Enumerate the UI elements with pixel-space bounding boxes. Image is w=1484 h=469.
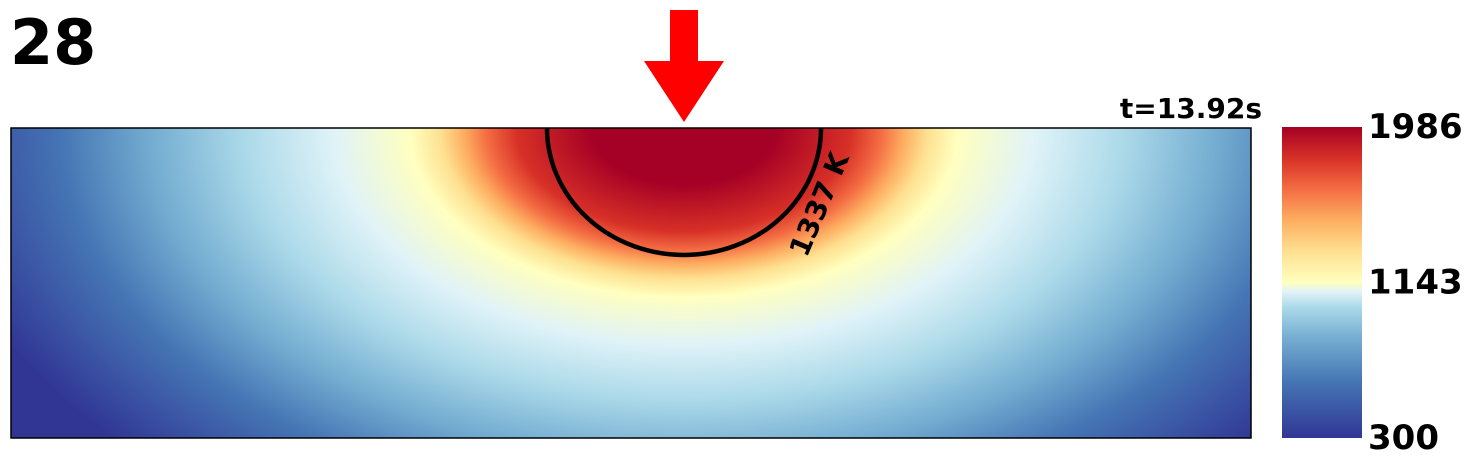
plot-frame — [10, 127, 1252, 439]
colorbar-tick-label: 1986 — [1368, 107, 1463, 147]
heat-source-arrow-icon — [644, 10, 724, 122]
time-label: t=13.92s — [1120, 92, 1262, 125]
colorbar-bar — [1282, 127, 1362, 438]
colorbar: 300 1143 1986 — [1282, 107, 1463, 458]
temperature-field — [11, 128, 1251, 438]
colorbar-ticks: 300 1143 1986 — [1368, 107, 1463, 458]
melt-contour-line — [544, 128, 824, 258]
heatmap-plot: 1337 K — [10, 127, 1252, 439]
colorbar-tick-label: 300 — [1368, 418, 1439, 458]
colorbar-tick-label: 1143 — [1368, 263, 1463, 303]
panel-label: 28 — [10, 6, 96, 79]
